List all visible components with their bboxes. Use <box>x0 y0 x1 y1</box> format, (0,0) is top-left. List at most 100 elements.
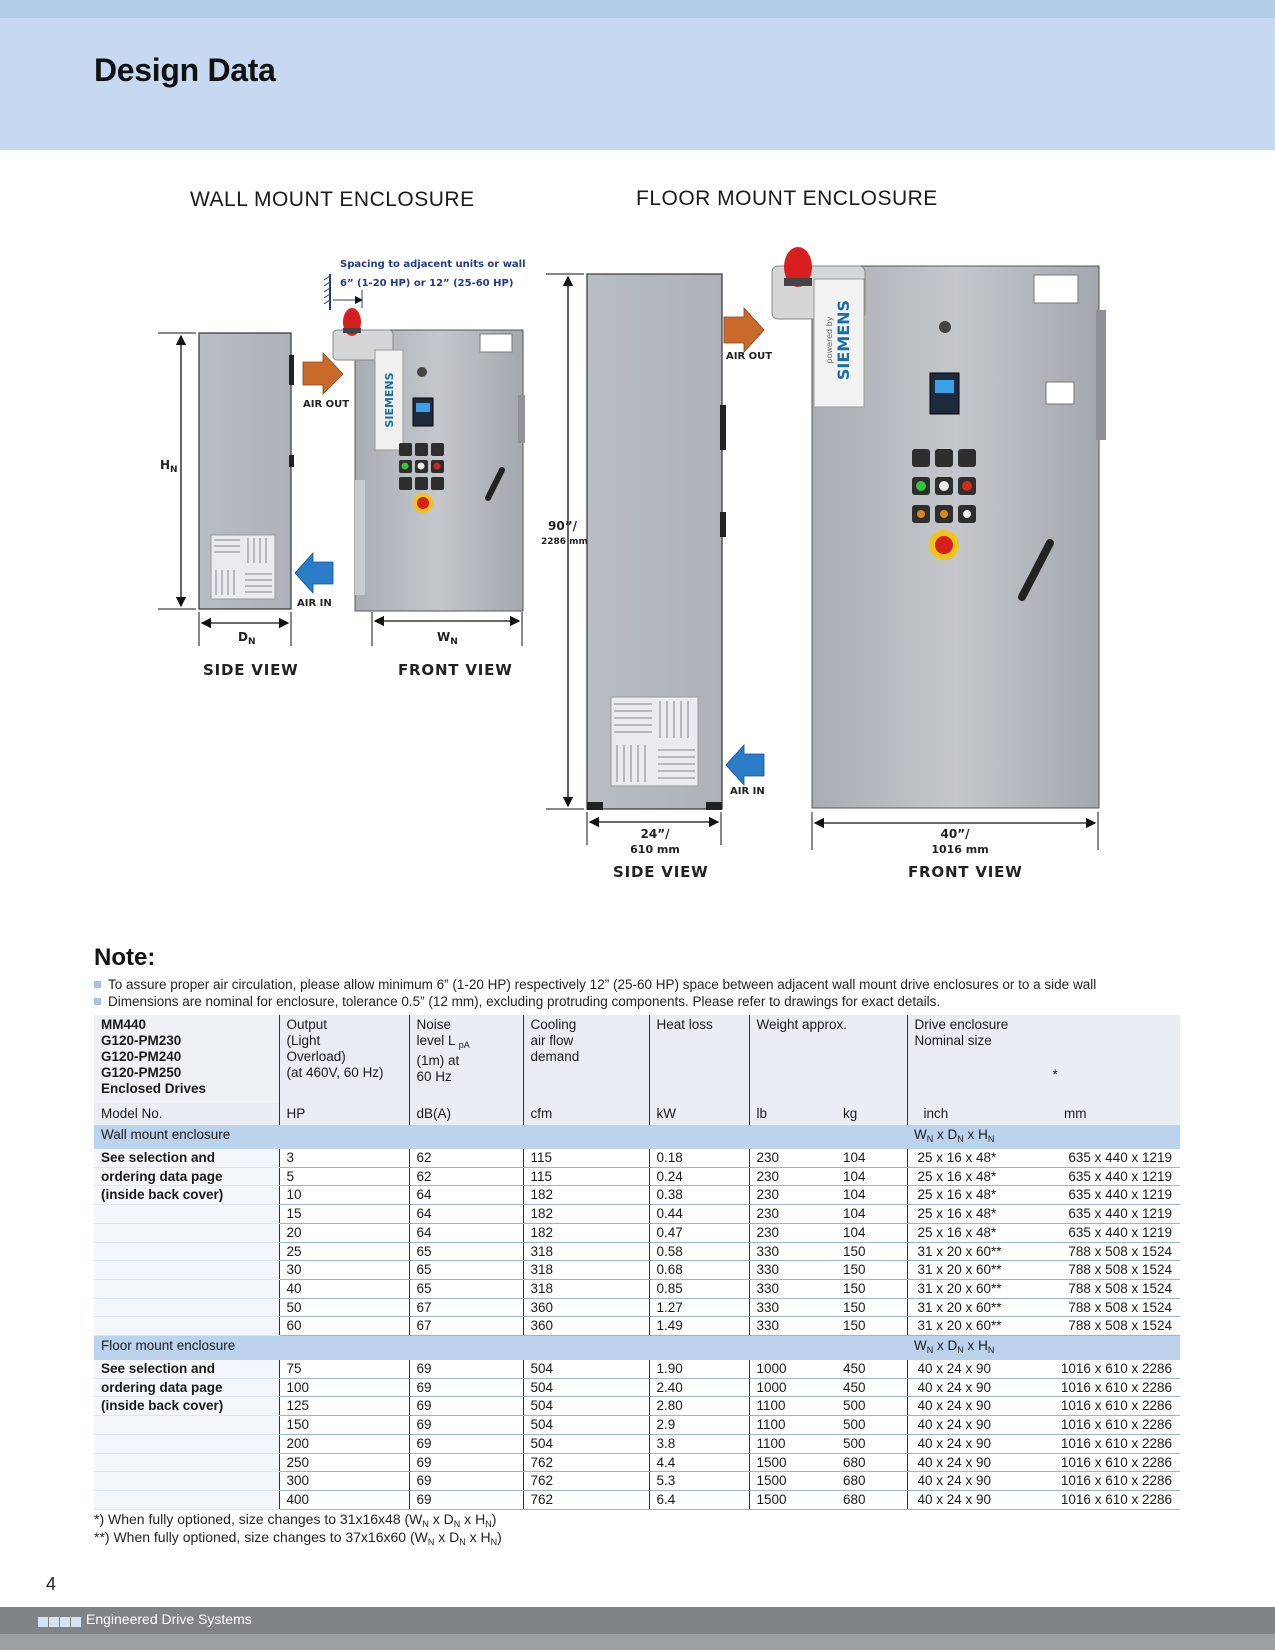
air-out-arrow-icon <box>302 352 344 395</box>
output-header: Output (Light Overload) (at 460V, 60 Hz) <box>278 1015 409 1103</box>
hp-cell: 100 <box>278 1378 409 1398</box>
weight-lb-cell: 1100 <box>748 1396 843 1417</box>
size-mm-cell: 1016 x 610 x 2286 <box>1030 1360 1180 1379</box>
model-cell: ordering data page <box>94 1167 279 1187</box>
heat-loss-cell: 1.49 <box>648 1316 749 1337</box>
heat-loss-cell: 0.47 <box>648 1223 749 1243</box>
floor-width-mm-label: 1016 mm <box>931 843 989 856</box>
weight-lb-cell: 230 <box>748 1167 843 1187</box>
noise-cell: 69 <box>408 1434 523 1454</box>
warning-beacon-icon <box>784 247 812 287</box>
model-cell: ordering data page <box>94 1378 279 1398</box>
size-mm-cell: 788 x 508 x 1524 <box>1030 1279 1180 1299</box>
footer-squares-icon <box>38 1614 82 1632</box>
size-inch-cell: 25 x 16 x 48* <box>906 1185 1030 1206</box>
weight-kg-cell: 104 <box>843 1149 907 1168</box>
weight-kg-cell: 450 <box>843 1378 907 1398</box>
header-topline <box>0 0 1275 18</box>
disconnect-handle-icon <box>1018 539 1054 601</box>
weight-kg-cell: 500 <box>843 1396 907 1417</box>
size-inch-cell: 40 x 24 x 90 <box>906 1396 1030 1417</box>
noise-cell: 62 <box>408 1149 523 1168</box>
hp-cell: 200 <box>278 1434 409 1454</box>
floor-side-view-label: SIDE VIEW <box>613 863 709 881</box>
noise-cell: 69 <box>408 1453 523 1473</box>
hp-cell: 3 <box>278 1149 409 1168</box>
heat-loss-cell: 0.38 <box>648 1185 749 1206</box>
spacing-note-line1: Spacing to adjacent units or wall <box>340 259 526 270</box>
table-units-row: Model No. HP dB(A) cfm kW lb kg inch mm <box>94 1103 1180 1125</box>
model-cell: See selection and <box>94 1360 279 1379</box>
cooling-cell: 318 <box>522 1260 649 1280</box>
cooling-cell: 115 <box>522 1149 649 1168</box>
keypad-icon <box>412 397 434 427</box>
model-cell <box>94 1242 279 1262</box>
footnote-2: **) When fully optioned, size changes to… <box>94 1529 502 1547</box>
floor-side-view-drawing <box>546 273 765 845</box>
weight-lb-cell: 230 <box>748 1149 843 1168</box>
wall-width-label: WN <box>437 630 458 647</box>
noise-cell: 69 <box>408 1415 523 1435</box>
enclosure-header: Drive enclosure Nominal size * <box>906 1015 1180 1103</box>
cooling-cell: 115 <box>522 1167 649 1187</box>
hp-cell: 125 <box>278 1396 409 1417</box>
weight-kg-cell: 150 <box>843 1242 907 1262</box>
noise-cell: 69 <box>408 1471 523 1491</box>
wall-height-label: HN <box>160 458 178 475</box>
air-in-arrow-icon <box>294 551 334 595</box>
size-inch-cell: 40 x 24 x 90 <box>906 1415 1030 1435</box>
noise-cell: 65 <box>408 1242 523 1262</box>
size-mm-cell: 788 x 508 x 1524 <box>1030 1316 1180 1337</box>
page-number: 4 <box>46 1574 57 1594</box>
wall-front-view-label: FRONT VIEW <box>398 661 513 679</box>
bullet-icon <box>94 981 101 988</box>
cooling-cell: 504 <box>522 1396 649 1417</box>
size-mm-cell: 1016 x 610 x 2286 <box>1030 1396 1180 1417</box>
size-inch-cell: 25 x 16 x 48* <box>906 1223 1030 1243</box>
model-cell <box>94 1223 279 1243</box>
weight-lb-cell: 330 <box>748 1279 843 1299</box>
floor-air-in-label: AIR IN <box>730 786 765 797</box>
heat-loss-cell: 6.4 <box>648 1490 749 1510</box>
vent-grille-icon <box>210 534 276 600</box>
footnote-1: *) When fully optioned, size changes to … <box>94 1511 497 1529</box>
floor-air-out-label: AIR OUT <box>726 351 773 362</box>
weight-lb-cell: 1500 <box>748 1490 843 1510</box>
heat-loss-cell: 0.68 <box>648 1260 749 1280</box>
size-inch-cell: 25 x 16 x 48* <box>906 1204 1030 1224</box>
wall-side-view-label: SIDE VIEW <box>203 661 299 679</box>
hp-cell: 150 <box>278 1415 409 1435</box>
noise-cell: 69 <box>408 1360 523 1379</box>
emergency-stop-icon <box>929 530 959 560</box>
weight-kg-cell: 680 <box>843 1490 907 1510</box>
size-inch-cell: 40 x 24 x 90 <box>906 1360 1030 1379</box>
hp-cell: 20 <box>278 1223 409 1243</box>
weight-lb-cell: 230 <box>748 1223 843 1243</box>
size-inch-cell: 40 x 24 x 90 <box>906 1490 1030 1510</box>
noise-header: Noise level L pA (1m) at 60 Hz <box>408 1015 523 1103</box>
hp-cell: 75 <box>278 1360 409 1379</box>
product-lines-header: MM440 G120-PM230 G120-PM240 G120-PM250 E… <box>94 1015 279 1103</box>
vent-grille-icon <box>610 696 699 787</box>
brand-text-wall: SIEMENS <box>383 372 396 427</box>
floor-front-view-label: FRONT VIEW <box>908 863 1023 881</box>
hp-cell: 5 <box>278 1167 409 1187</box>
size-inch-cell: 31 x 20 x 60** <box>906 1260 1030 1280</box>
floor-height-mm-label: 2286 mm <box>541 537 588 547</box>
note-item: Dimensions are nominal for enclosure, to… <box>94 994 940 1009</box>
cooling-cell: 318 <box>522 1279 649 1299</box>
model-cell: (inside back cover) <box>94 1185 279 1206</box>
cooling-header: Cooling air flow demand <box>522 1015 649 1103</box>
size-mm-cell: 788 x 508 x 1524 <box>1030 1260 1180 1280</box>
warning-beacon-icon <box>343 308 361 336</box>
cooling-cell: 504 <box>522 1360 649 1379</box>
